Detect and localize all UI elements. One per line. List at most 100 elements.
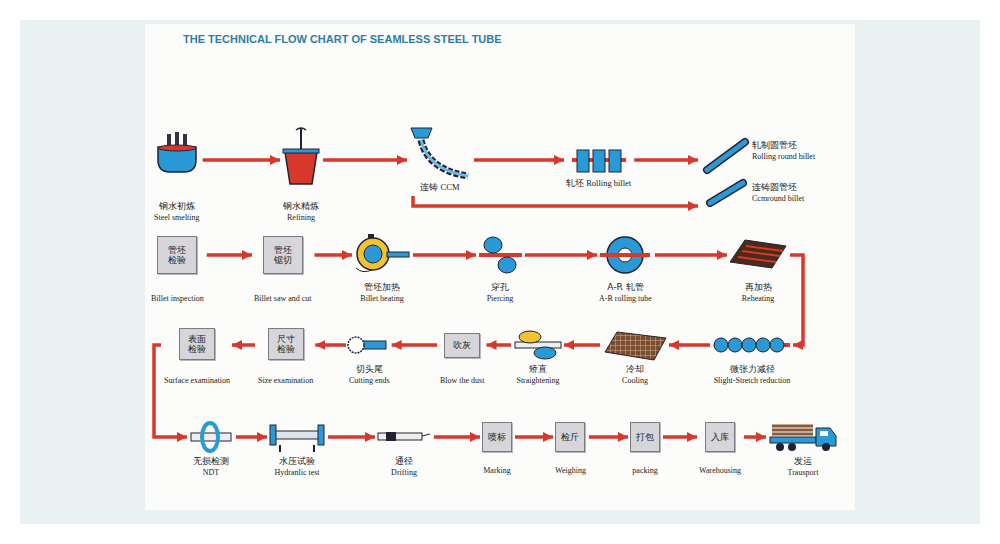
refining-ladle xyxy=(283,128,319,184)
step-caption: Straightening xyxy=(514,376,562,386)
heating-furnace xyxy=(356,234,409,272)
step-name: 轧坯 Rolling billet xyxy=(566,178,631,189)
piercing-mill xyxy=(479,237,522,273)
process-step: A-R 轧管A-R rolling tube xyxy=(599,232,652,304)
step-name: 水压试验 xyxy=(269,456,325,467)
flow-arrow xyxy=(207,253,252,257)
process-step: 钢水精炼Refining xyxy=(282,127,320,223)
step-caption: Rolling round billet xyxy=(752,152,815,162)
step-caption: Billet heating xyxy=(354,294,410,304)
flow-arrow xyxy=(663,435,697,439)
flow-arrow xyxy=(744,435,766,439)
flow-arrow xyxy=(474,158,564,162)
process-box: 尺寸检验Size examination xyxy=(258,328,313,386)
continuous-caster xyxy=(411,128,468,176)
process-step: 水压试验Hydranlic test xyxy=(269,420,325,478)
text-box: 打包 xyxy=(630,422,660,452)
text-box: 喷标 xyxy=(482,422,512,452)
cooling-bed xyxy=(605,332,666,360)
step-name: 喷标 xyxy=(488,432,507,442)
flow-arrow xyxy=(487,343,512,347)
ar-mill xyxy=(600,237,650,273)
flow-arrow xyxy=(634,158,698,162)
text-box: 管坯锯切 xyxy=(263,236,303,274)
step-caption: Billet saw and cut xyxy=(254,294,312,304)
flow-arrow xyxy=(515,435,553,439)
process-step: 管坯加热Billet heating xyxy=(354,232,410,304)
step-name: A-R 轧管 xyxy=(599,282,652,293)
step-caption: packing xyxy=(630,466,660,476)
step-caption: Billet inspection xyxy=(151,294,204,304)
step-name: 管坯检验 xyxy=(168,245,187,266)
step-caption: NDT xyxy=(189,468,233,478)
chart-title: THE TECHNICAL FLOW CHART OF SEAMLESS STE… xyxy=(183,33,502,45)
step-name: 矫直 xyxy=(514,364,562,375)
step-caption: Piercing xyxy=(478,294,522,304)
straightener xyxy=(515,331,561,359)
flow-arrow xyxy=(315,253,353,257)
flow-arrow xyxy=(315,343,346,347)
process-step: 钢水初炼Steel smelting xyxy=(154,133,200,223)
process-box: 喷标Marking xyxy=(482,422,512,476)
step-caption: Trausport xyxy=(768,468,838,478)
step-name: 穿孔 xyxy=(478,282,522,293)
step-caption: Cooling xyxy=(603,376,667,386)
text-box: 管坯检验 xyxy=(157,236,197,274)
step-name: 管坯锯切 xyxy=(273,245,292,266)
process-step: 轧坯 Rolling billet xyxy=(566,146,631,189)
process-step: 再加热Reheating xyxy=(729,232,787,304)
flow-arrow xyxy=(413,253,476,257)
process-box: 管坯锯切 Billet saw and cut xyxy=(254,236,312,304)
step-name: 钢水初炼 xyxy=(154,201,200,212)
process-step: 冷却Cooling xyxy=(603,326,667,386)
step-caption: Cutting ends xyxy=(349,376,390,386)
step-caption: Surface examination xyxy=(164,376,230,386)
step-caption: A-R rolling tube xyxy=(599,294,652,304)
step-name: 管坯加热 xyxy=(354,282,410,293)
process-step: 发运Trausport xyxy=(768,418,838,478)
flow-arrow xyxy=(413,196,698,206)
step-caption: Drifting xyxy=(377,468,431,478)
step-name: 冷却 xyxy=(603,364,667,375)
process-box: 表面检验 Surface examination xyxy=(164,328,230,386)
process-step: 通径Drifting xyxy=(377,420,431,478)
step-name: 轧制圆管坯 xyxy=(752,140,815,151)
step-name: 表面检验 xyxy=(188,334,207,355)
step-caption: Warehousing xyxy=(699,466,741,476)
process-step: 矫直Straightening xyxy=(514,326,562,386)
stretch-mill xyxy=(714,338,790,352)
process-step: 穿孔Piercing xyxy=(478,232,522,304)
step-name: 检斤 xyxy=(561,432,580,442)
process-step: 无损检测NDT xyxy=(189,420,233,478)
process-step: 连铸圆管坯Ccmround billet xyxy=(700,180,804,210)
cutting-saw xyxy=(348,337,386,353)
process-step: 连铸 CCM xyxy=(409,126,471,193)
process-box: 检斤 Weighing xyxy=(555,422,586,476)
step-name: 微张力减径 xyxy=(713,364,791,375)
process-box: 管坯检验 Billet inspection xyxy=(151,236,204,304)
step-name: 连铸 CCM xyxy=(409,182,471,193)
text-box: 表面检验 xyxy=(179,328,215,360)
reheating-furnace xyxy=(730,240,786,268)
step-name: 打包 xyxy=(636,432,655,442)
flow-arrow xyxy=(525,253,597,257)
truck xyxy=(770,426,836,451)
step-name: 无损检测 xyxy=(189,456,233,467)
step-caption: Ccmround billet xyxy=(752,194,804,204)
ndt-coil xyxy=(191,423,231,451)
process-step: 轧制圆管坯Rolling round billet xyxy=(700,138,815,166)
step-caption: Weighing xyxy=(555,466,586,476)
step-name: 切头尾 xyxy=(349,364,390,375)
flow-arrow xyxy=(328,435,375,439)
step-caption: Size examination xyxy=(258,376,313,386)
flow-arrow xyxy=(790,255,803,345)
text-box: 入库 xyxy=(705,422,735,452)
flow-arrow xyxy=(232,343,255,347)
round-billet xyxy=(707,142,745,203)
text-box: 吹灰 xyxy=(444,333,480,358)
text-box: 检斤 xyxy=(555,422,585,452)
flow-arrow xyxy=(589,435,628,439)
